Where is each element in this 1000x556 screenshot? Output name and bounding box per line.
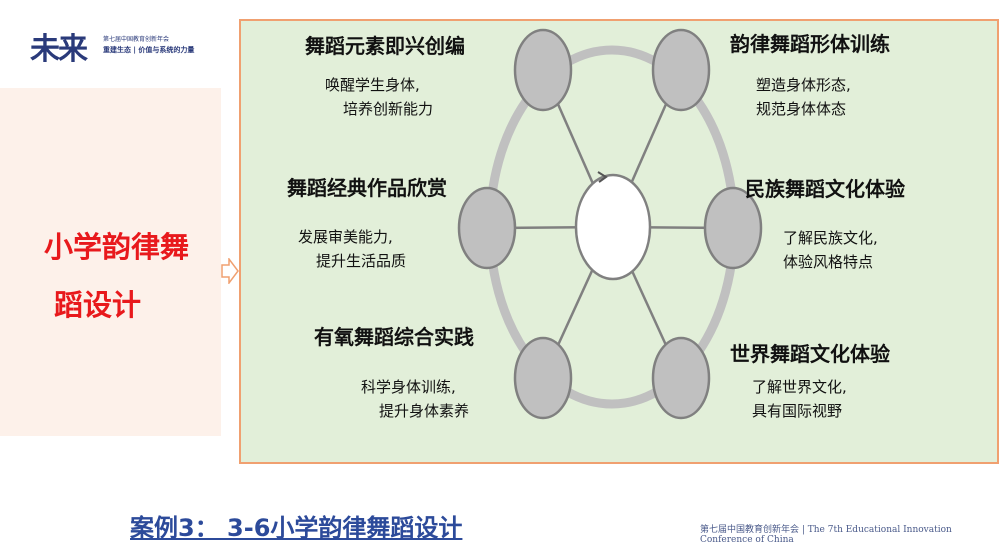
node-desc: 具有国际视野 (752, 402, 843, 420)
case-title: 案例3： 3-6小学韵律舞蹈设计 (130, 514, 463, 542)
node-title: 韵律舞蹈形体训练 (730, 32, 890, 56)
node-circle (703, 186, 763, 270)
node-desc: 提升身体素养 (379, 402, 470, 420)
node-title: 舞蹈元素即兴创编 (305, 34, 465, 58)
center-circle (574, 173, 652, 281)
logo-slogan: 重建生态 | 价值与系统的力量 (103, 46, 195, 54)
node-desc: 了解世界文化, (752, 378, 847, 396)
node-desc: 发展审美能力, (298, 228, 393, 246)
node-desc: 提升生活品质 (316, 252, 407, 270)
side-title-line1: 小学韵律舞 (44, 230, 190, 264)
node-desc: 唤醒学生身体, (325, 76, 420, 94)
logo-subtitle: 第七届中国教育创新年会 (103, 36, 170, 43)
node-circle (651, 336, 711, 420)
node-desc: 科学身体训练, (361, 378, 456, 396)
node-title: 民族舞蹈文化体验 (745, 177, 905, 201)
node-desc: 规范身体体态 (756, 100, 847, 118)
node-title: 舞蹈经典作品欣赏 (287, 176, 447, 200)
side-panel (0, 88, 221, 436)
side-title: 小学韵律舞 蹈设计 (44, 218, 214, 334)
conference-footer: 第七届中国教育创新年会 | The 7th Educational Innova… (700, 525, 952, 545)
node-circle (513, 336, 573, 420)
node-title: 有氧舞蹈综合实践 (314, 325, 474, 349)
side-title-line2: 蹈设计 (54, 288, 142, 322)
arrow-right-icon (221, 258, 239, 284)
node-circle (457, 186, 517, 270)
node-desc: 塑造身体形态, (756, 76, 851, 94)
node-desc: 了解民族文化, (783, 229, 878, 247)
node-desc: 体验风格特点 (783, 253, 874, 271)
node-desc: 培养创新能力 (343, 100, 434, 118)
logo-mark: 未来 (30, 32, 88, 67)
node-circle (513, 28, 573, 112)
node-title: 世界舞蹈文化体验 (730, 342, 890, 366)
node-circle (651, 28, 711, 112)
